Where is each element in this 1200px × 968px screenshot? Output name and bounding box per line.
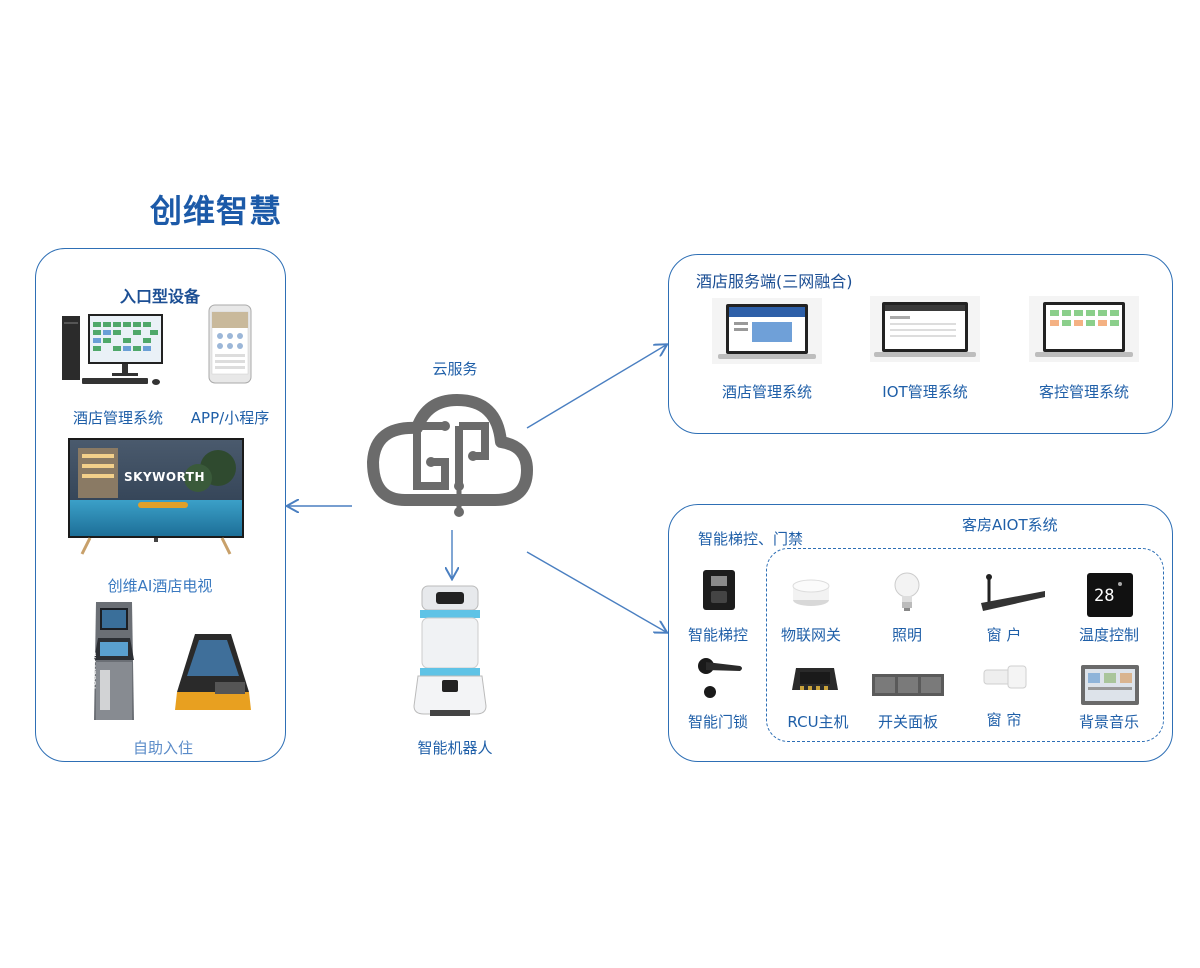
checkin-kiosk-tabletop-icon [175, 634, 251, 710]
switch-panel-label: 开关面板 [877, 713, 939, 731]
arrow-to-aiot-panel [526, 551, 666, 632]
door-lock-icon [698, 658, 742, 698]
hotel-service-panel [668, 254, 1173, 434]
elevator-control-icon [703, 570, 735, 610]
skyworth-tv-icon [68, 438, 244, 555]
arrow-to-service-panel [526, 345, 666, 429]
smart-robot-label: 智能机器人 [417, 739, 493, 757]
cloud-service-label: 云服务 [432, 360, 478, 378]
elevator-control-label: 智能梯控 [687, 626, 749, 644]
hotel-system-label: 酒店管理系统 [72, 409, 164, 427]
smartphone-icon [208, 304, 252, 384]
door-lock-label: 智能门锁 [687, 713, 749, 731]
iot-gateway-icon [792, 579, 830, 606]
window-opener-icon [981, 574, 1045, 611]
thermostat-value: 28 [1094, 586, 1115, 606]
elevator-access-heading: 智能梯控、门禁 [698, 530, 804, 548]
service-item-room-control: 客控管理系统 [1038, 383, 1130, 401]
background-music-label: 背景音乐 [1078, 713, 1140, 731]
curtain-label: 窗 帘 [986, 711, 1022, 729]
entry-devices-heading: 入口型设备 [119, 287, 201, 306]
aiot-panel [668, 504, 1173, 762]
switch-panel-icon [872, 674, 944, 696]
iot-gateway-label: 物联网关 [780, 626, 842, 644]
app-miniprogram-label: APP/小程序 [190, 409, 270, 427]
rcu-host-label: RCU主机 [787, 713, 849, 731]
service-item-hotel-system: 酒店管理系统 [721, 383, 813, 401]
lighting-bulb-icon [894, 572, 920, 611]
service-item-iot-system: IOT管理系统 [882, 383, 968, 401]
rcu-host-icon [792, 668, 838, 690]
curtain-motor-icon [983, 665, 1027, 689]
room-aiot-group [766, 548, 1164, 742]
self-checkin-label: 自助入住 [132, 739, 194, 757]
temperature-control-label: 温度控制 [1078, 626, 1140, 644]
service-robot-icon [413, 585, 487, 716]
background-music-icon [1081, 665, 1139, 705]
window-label: 窗 户 [986, 626, 1022, 644]
lighting-label: 照明 [891, 626, 923, 644]
tv-brand-text: SKYWORTH [124, 470, 205, 484]
cloud-service-icon [367, 394, 533, 517]
desktop-computer-icon [62, 314, 163, 385]
thermostat-icon [1087, 573, 1133, 617]
brand-title: 创维智慧 [150, 192, 283, 230]
laptop-room-control-icon [1029, 296, 1139, 362]
hotel-service-heading: 酒店服务端(三网融合) [696, 272, 853, 291]
room-aiot-heading: 客房AIOT系统 [962, 516, 1058, 534]
checkin-kiosk-tall-icon [94, 602, 134, 720]
laptop-hotel-system-icon [712, 298, 822, 364]
ai-hotel-tv-label: 创维AI酒店电视 [107, 577, 213, 595]
laptop-iot-system-icon [870, 296, 980, 362]
